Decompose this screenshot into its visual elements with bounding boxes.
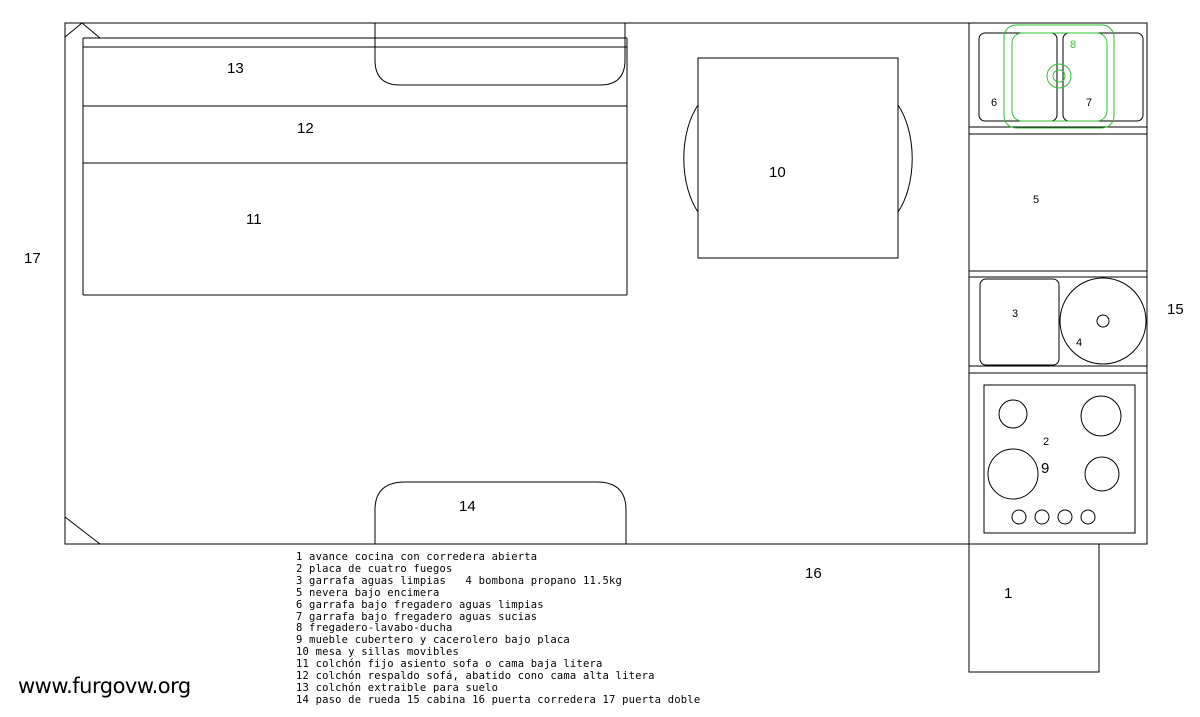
label-5: 5 xyxy=(1033,194,1039,206)
legend-item: 9 mueble cubertero y cacerolero bajo pla… xyxy=(296,634,570,647)
corner-bevel-top xyxy=(64,22,83,38)
garrafa-3 xyxy=(979,278,1060,366)
label-6: 6 xyxy=(991,97,997,109)
propane-valve xyxy=(1096,314,1110,328)
hob-2 xyxy=(983,384,1136,534)
corner-bevel-top-inner xyxy=(81,22,101,39)
kitchen-extension-1 xyxy=(968,543,1100,673)
chair-right xyxy=(897,104,913,213)
legend-item: 10 mesa y sillas movibles xyxy=(296,646,460,659)
legend-item: 8 fregadero-lavabo-ducha xyxy=(296,622,453,635)
kitchen-unit xyxy=(968,23,1147,544)
label-3: 3 xyxy=(1012,308,1018,320)
legend-item: 6 garrafa bajo fregadero aguas limpias xyxy=(296,598,544,611)
label-8: 8 xyxy=(1070,39,1076,51)
corner-bevel-bottom xyxy=(64,516,101,545)
van-outline xyxy=(64,22,1148,545)
label-14: 14 xyxy=(459,498,476,515)
label-1: 1 xyxy=(1004,585,1012,602)
legend-item: 11 colchón fijo asiento sofa o cama baja… xyxy=(296,658,603,671)
chair-left xyxy=(683,104,699,213)
label-13: 13 xyxy=(227,60,244,77)
propane-bottle-4 xyxy=(1059,277,1147,365)
label-10: 10 xyxy=(769,164,786,181)
legend-item: 5 nevera bajo encimera xyxy=(296,586,440,599)
label-4: 4 xyxy=(1076,337,1082,349)
legend-item: 1 avance cocina con corredera abierta xyxy=(296,551,538,563)
legend-item: 7 garrafa bajo fregadero aguas sucias xyxy=(296,610,538,623)
label-2: 2 xyxy=(1043,436,1049,448)
wheel-arch-top xyxy=(374,23,626,86)
label-9: 9 xyxy=(1041,460,1049,477)
legend-item: 13 colchón extraible para suelo xyxy=(296,681,499,694)
sink-8 xyxy=(1003,24,1115,129)
wheel-arch-14 xyxy=(374,481,627,544)
legend-item: 12 colchón respaldo sofá, abatido cono c… xyxy=(296,670,655,683)
legend-item: 14 paso de rueda 15 cabina 16 puerta cor… xyxy=(296,693,701,706)
table-10 xyxy=(697,57,899,259)
garrafa-6 xyxy=(978,32,1058,122)
legend-item: 3 garrafa aguas limpias 4 bombona propan… xyxy=(296,574,623,587)
watermark: www.furgovw.org xyxy=(18,674,191,698)
label-16: 16 xyxy=(805,565,822,582)
garrafa-7 xyxy=(1062,32,1144,122)
legend-item: 2 placa de cuatro fuegos xyxy=(296,562,453,575)
label-15: 15 xyxy=(1167,301,1184,318)
label-17: 17 xyxy=(24,250,41,267)
label-11: 11 xyxy=(246,211,262,228)
label-12: 12 xyxy=(297,120,314,137)
label-7: 7 xyxy=(1086,97,1092,109)
mattress-block xyxy=(82,37,628,296)
